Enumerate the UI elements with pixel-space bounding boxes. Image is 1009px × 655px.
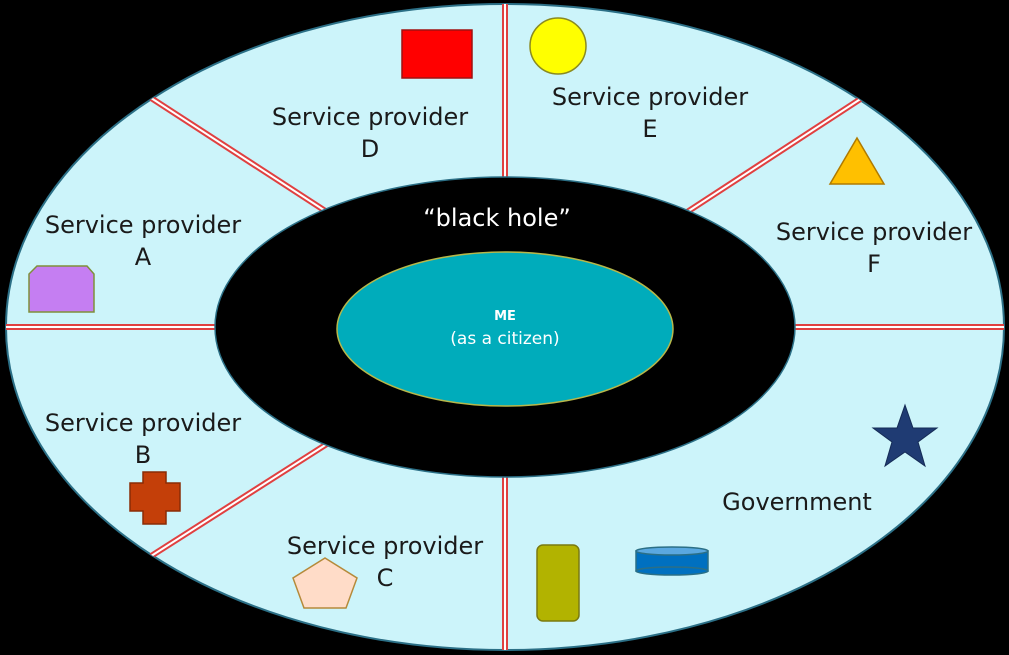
segment-c-label-line1: Service provider (287, 532, 483, 560)
rounded-rectangle-icon (536, 544, 580, 622)
segment-b-label-line1: Service provider (45, 409, 241, 437)
cross-plus-icon (129, 471, 181, 525)
segment-a-label-line1: Service provider (45, 211, 241, 239)
triangle-icon (828, 136, 886, 185)
black-hole-label: “black hole” (423, 204, 571, 232)
segment-service-provider-a: Service provider A (28, 211, 241, 313)
segment-service-provider-d: Service provider D (272, 29, 473, 163)
segment-c-label-line2: C (377, 564, 394, 592)
segment-e-label-line2: E (642, 115, 657, 143)
citizen-core (336, 251, 674, 407)
red-rectangle-icon (401, 29, 473, 79)
yellow-circle-icon (529, 17, 587, 75)
segment-service-provider-c: Service provider C (287, 532, 483, 609)
segment-dividers (6, 4, 1004, 650)
core-subtitle: (as a citizen) (450, 329, 559, 349)
segment-service-provider-b: Service provider B (45, 409, 241, 525)
segment-f-label-line1: Service provider (776, 218, 972, 246)
star-icon (871, 403, 939, 468)
segment-government: Government (536, 403, 939, 622)
segment-service-provider-f: Service provider F (776, 136, 972, 278)
purple-cut-rectangle-icon (28, 265, 95, 313)
segment-e-label-line1: Service provider (552, 83, 748, 111)
segment-d-label-line2: D (361, 135, 379, 163)
pentagon-icon (292, 557, 358, 609)
segment-f-label-line2: F (867, 250, 881, 278)
segment-a-label-line2: A (135, 243, 152, 271)
segment-d-label-line1: Service provider (272, 103, 468, 131)
cylinder-icon (635, 546, 709, 576)
segment-service-provider-e: Service provider E (529, 17, 748, 143)
core-title: ME (494, 309, 516, 324)
segment-b-label-line2: B (135, 441, 151, 469)
government-label: Government (722, 488, 872, 516)
